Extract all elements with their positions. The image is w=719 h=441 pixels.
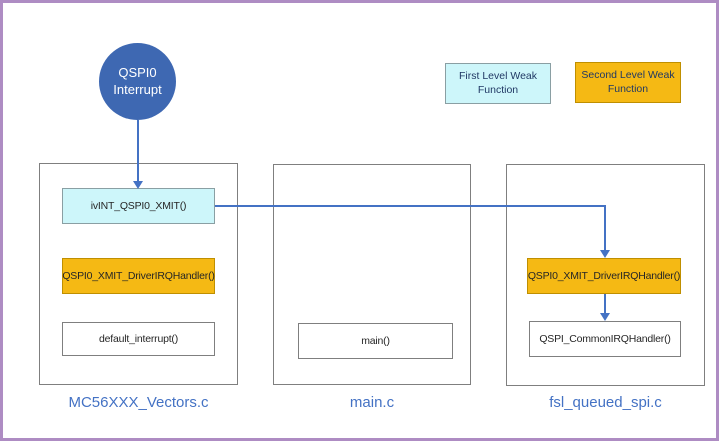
connector-interrupt-to-vector [137, 120, 139, 181]
arrow-down-icon [600, 313, 610, 321]
function-label: QSPI0_XMIT_DriverIRQHandler() [527, 270, 681, 282]
file-label-main: main.c [349, 394, 395, 411]
file-container-main [273, 164, 471, 385]
file-label-vectors: MC56XXX_Vectors.c [68, 394, 209, 411]
connector-driverhandler-to-commonhandler [604, 294, 606, 314]
interrupt-node-label: QSPI0 Interrupt [113, 65, 162, 97]
legend-second-level-label: Second Level Weak Function [581, 68, 675, 95]
function-box-default-interrupt: default_interrupt() [62, 322, 215, 356]
arrow-down-icon [133, 181, 143, 189]
connector-ivint-to-driverhandler-horizontal [215, 205, 605, 207]
connector-ivint-to-driverhandler-vertical [604, 205, 606, 250]
function-label: default_interrupt() [98, 333, 179, 345]
function-box-ivint-qspi0-xmit: ivINT_QSPI0_XMIT() [62, 188, 215, 224]
file-container-vectors [39, 163, 238, 385]
legend-second-level-weak: Second Level Weak Function [575, 62, 681, 103]
function-box-main: main() [298, 323, 453, 359]
function-box-qspi0-xmit-driverirqhandler-fsl: QSPI0_XMIT_DriverIRQHandler() [527, 258, 681, 294]
legend-first-level-label: First Level Weak Function [459, 69, 537, 96]
function-label: QSPI_CommonIRQHandler() [539, 333, 671, 345]
interrupt-node: QSPI0 Interrupt [99, 43, 176, 120]
arrow-down-icon [600, 250, 610, 258]
file-container-fsl-queued-spi [506, 164, 705, 386]
file-label-fsl-queued-spi: fsl_queued_spi.c [549, 394, 662, 411]
function-label: QSPI0_XMIT_DriverIRQHandler() [62, 270, 215, 282]
function-label: ivINT_QSPI0_XMIT() [90, 200, 187, 212]
function-box-qspi-commonirqhandler: QSPI_CommonIRQHandler() [529, 321, 681, 357]
function-box-qspi0-xmit-driverirqhandler-vectors: QSPI0_XMIT_DriverIRQHandler() [62, 258, 215, 294]
function-label: main() [361, 335, 390, 347]
legend-first-level-weak: First Level Weak Function [445, 63, 551, 104]
